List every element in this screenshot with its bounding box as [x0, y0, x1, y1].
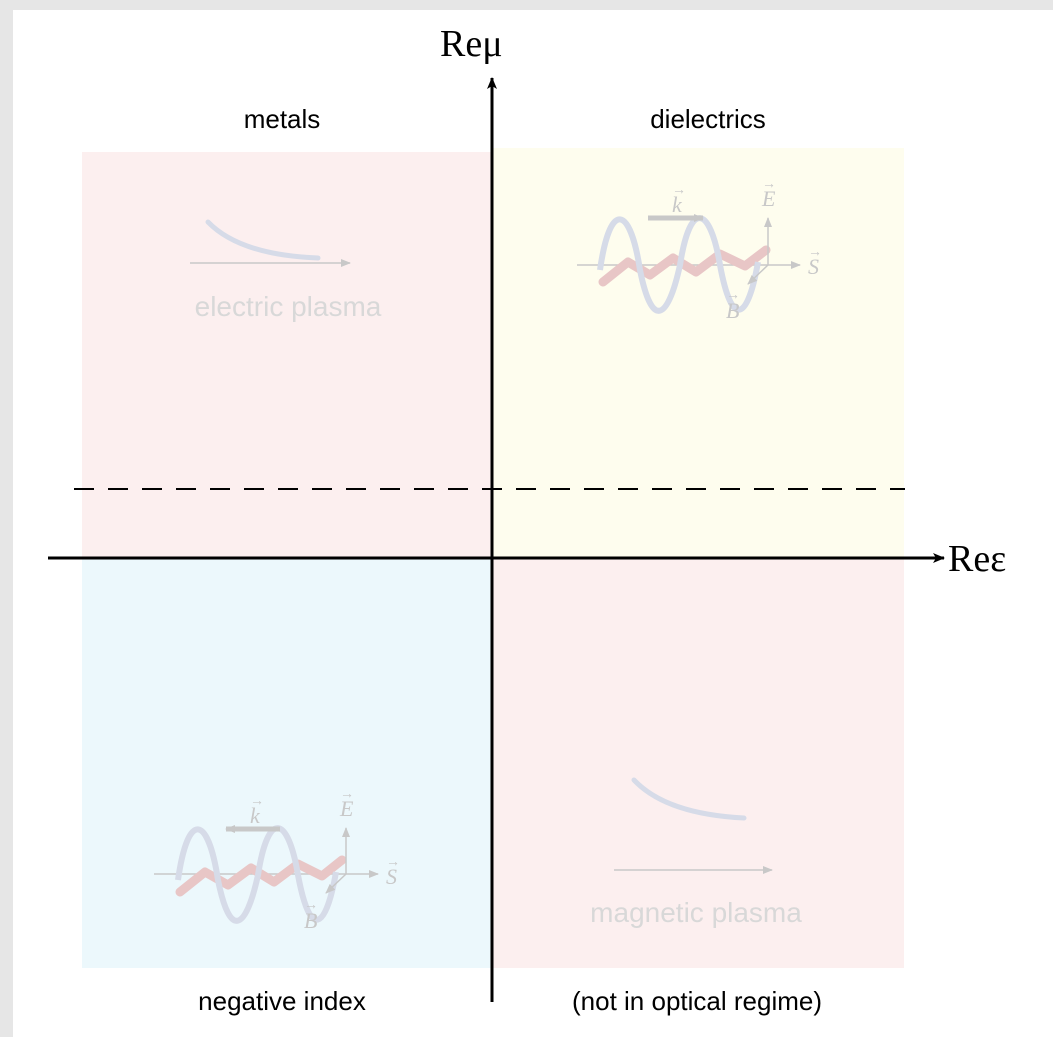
- not-optical-title: (not in optical regime): [572, 986, 822, 1016]
- b-field-wave: [598, 245, 771, 287]
- s-vector-arrow-mark: →: [386, 855, 400, 870]
- quadrant-magnetic-bg: [492, 558, 904, 968]
- quadrant-negative-index-bg: [82, 558, 492, 968]
- k-vector-label: k: [672, 192, 683, 217]
- e-vector-arrow-mark: →: [340, 787, 354, 802]
- s-vector-label: S: [808, 254, 819, 279]
- b-vector-label: B: [726, 298, 739, 323]
- b-vector-line: [325, 873, 347, 894]
- magnetic-plasma-illustration: magnetic plasma: [590, 777, 802, 928]
- regime-diagram: Reε Reμ metals dielectrics negative inde…: [48, 23, 1006, 1016]
- b-field-wave: [175, 855, 347, 897]
- e-vector-label: E: [339, 796, 354, 821]
- k-vector-arrow-mark: →: [672, 183, 686, 198]
- magnetic-decay-curve: [631, 777, 747, 821]
- dielectric-wave-illustration: k → E → B → S →: [577, 177, 822, 323]
- k-vector-label: k: [250, 803, 261, 828]
- e-field-wave: [597, 215, 761, 314]
- electric-decay-curve: [205, 219, 321, 261]
- s-vector-label: S: [386, 864, 397, 889]
- quadrant-dielectrics-bg: [492, 148, 904, 558]
- e-vector-label: E: [761, 186, 776, 211]
- e-vector-arrow-mark: →: [762, 177, 776, 192]
- b-vector-label: B: [304, 908, 317, 933]
- electric-plasma-illustration: electric plasma: [190, 219, 382, 322]
- y-axis-label: Reμ: [440, 23, 503, 65]
- e-field-wave: [175, 825, 339, 924]
- dielectrics-title: dielectrics: [650, 104, 766, 134]
- diagram-page: Reε Reμ metals dielectrics negative inde…: [13, 10, 1053, 1037]
- b-vector-line: [747, 264, 769, 285]
- s-vector-arrow-mark: →: [808, 245, 822, 260]
- quadrant-metals-bg: [82, 152, 492, 558]
- metals-title: metals: [244, 104, 321, 134]
- magnetic-plasma-label: magnetic plasma: [590, 897, 802, 928]
- x-axis-label: Reε: [948, 538, 1006, 580]
- negative-index-wave-illustration: k → E → B → S →: [154, 787, 400, 933]
- negative-index-title: negative index: [198, 986, 366, 1016]
- k-vector-arrow-mark: →: [250, 794, 264, 809]
- b-vector-arrow-mark: →: [726, 288, 740, 303]
- b-vector-arrow-mark: →: [304, 898, 318, 913]
- electric-plasma-label: electric plasma: [195, 291, 382, 322]
